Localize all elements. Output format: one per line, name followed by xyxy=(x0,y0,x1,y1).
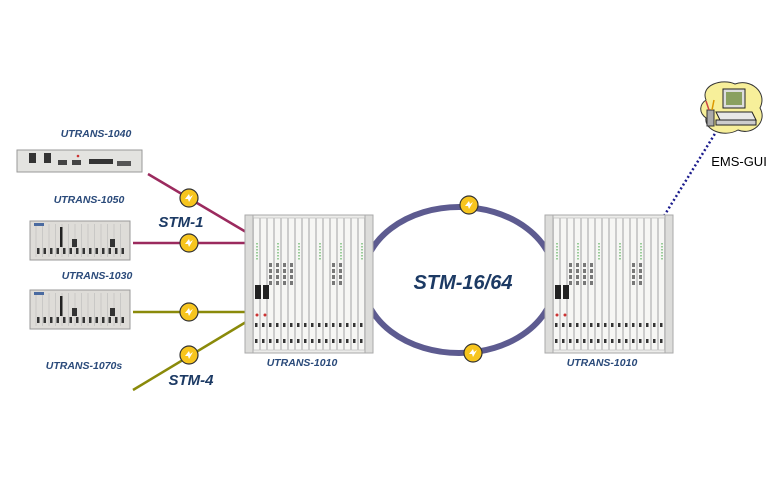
ems-gui-label: EMS-GUI xyxy=(711,154,767,169)
ring-badge-top-icon xyxy=(459,195,479,215)
rack-card-slot xyxy=(260,217,267,351)
rack-card-slot xyxy=(351,217,358,351)
utrans-1050-device[interactable] xyxy=(29,220,131,261)
rack-card-slot xyxy=(623,217,630,351)
utrans-1040-label: UTRANS-1040 xyxy=(61,128,132,140)
utrans-1030-label: UTRANS-1030 xyxy=(62,270,133,282)
utrans-1010-right-rack[interactable] xyxy=(544,214,674,354)
utrans-1010-left-label: UTRANS-1010 xyxy=(267,357,338,369)
ems-gui-computer-icon[interactable] xyxy=(700,81,763,134)
utrans-1050-label: UTRANS-1050 xyxy=(54,194,125,206)
rack-card-slot xyxy=(295,217,302,351)
stm1-badge-1040-icon xyxy=(179,188,199,208)
stm16-64-label: STM-16/64 xyxy=(414,272,513,294)
stm4-label: STM-4 xyxy=(169,372,215,389)
utrans-1040-device[interactable] xyxy=(16,149,143,173)
stm1-label: STM-1 xyxy=(159,214,204,231)
rack-card-slot xyxy=(358,217,365,351)
rack-card-slot xyxy=(609,217,616,351)
rack-card-slot xyxy=(344,217,351,351)
utrans-1010-left-rack[interactable] xyxy=(244,214,374,354)
stm4-badge-1070s-icon xyxy=(179,345,199,365)
ring-badge-bottom-icon xyxy=(463,343,483,363)
rack-card-slot xyxy=(253,217,260,351)
rack-card-slot xyxy=(651,217,658,351)
rack-card-slot xyxy=(560,217,567,351)
utrans-1070s-label: UTRANS-1070s xyxy=(46,360,123,372)
rack-card-slot xyxy=(658,217,665,351)
rack-card-slot xyxy=(316,217,323,351)
rack-card-slot xyxy=(309,217,316,351)
stm4-badge-1030-icon xyxy=(179,302,199,322)
ems-management-link xyxy=(662,131,718,217)
rack-card-slot xyxy=(595,217,602,351)
utrans-1010-right-label: UTRANS-1010 xyxy=(567,357,638,369)
rack-card-slot xyxy=(553,217,560,351)
rack-card-slot xyxy=(302,217,309,351)
rack-card-slot xyxy=(616,217,623,351)
utrans-1030-device[interactable] xyxy=(29,289,131,330)
rack-card-slot xyxy=(644,217,651,351)
rack-card-slot xyxy=(323,217,330,351)
stm1-badge-1050-icon xyxy=(179,233,199,253)
rack-card-slot xyxy=(602,217,609,351)
